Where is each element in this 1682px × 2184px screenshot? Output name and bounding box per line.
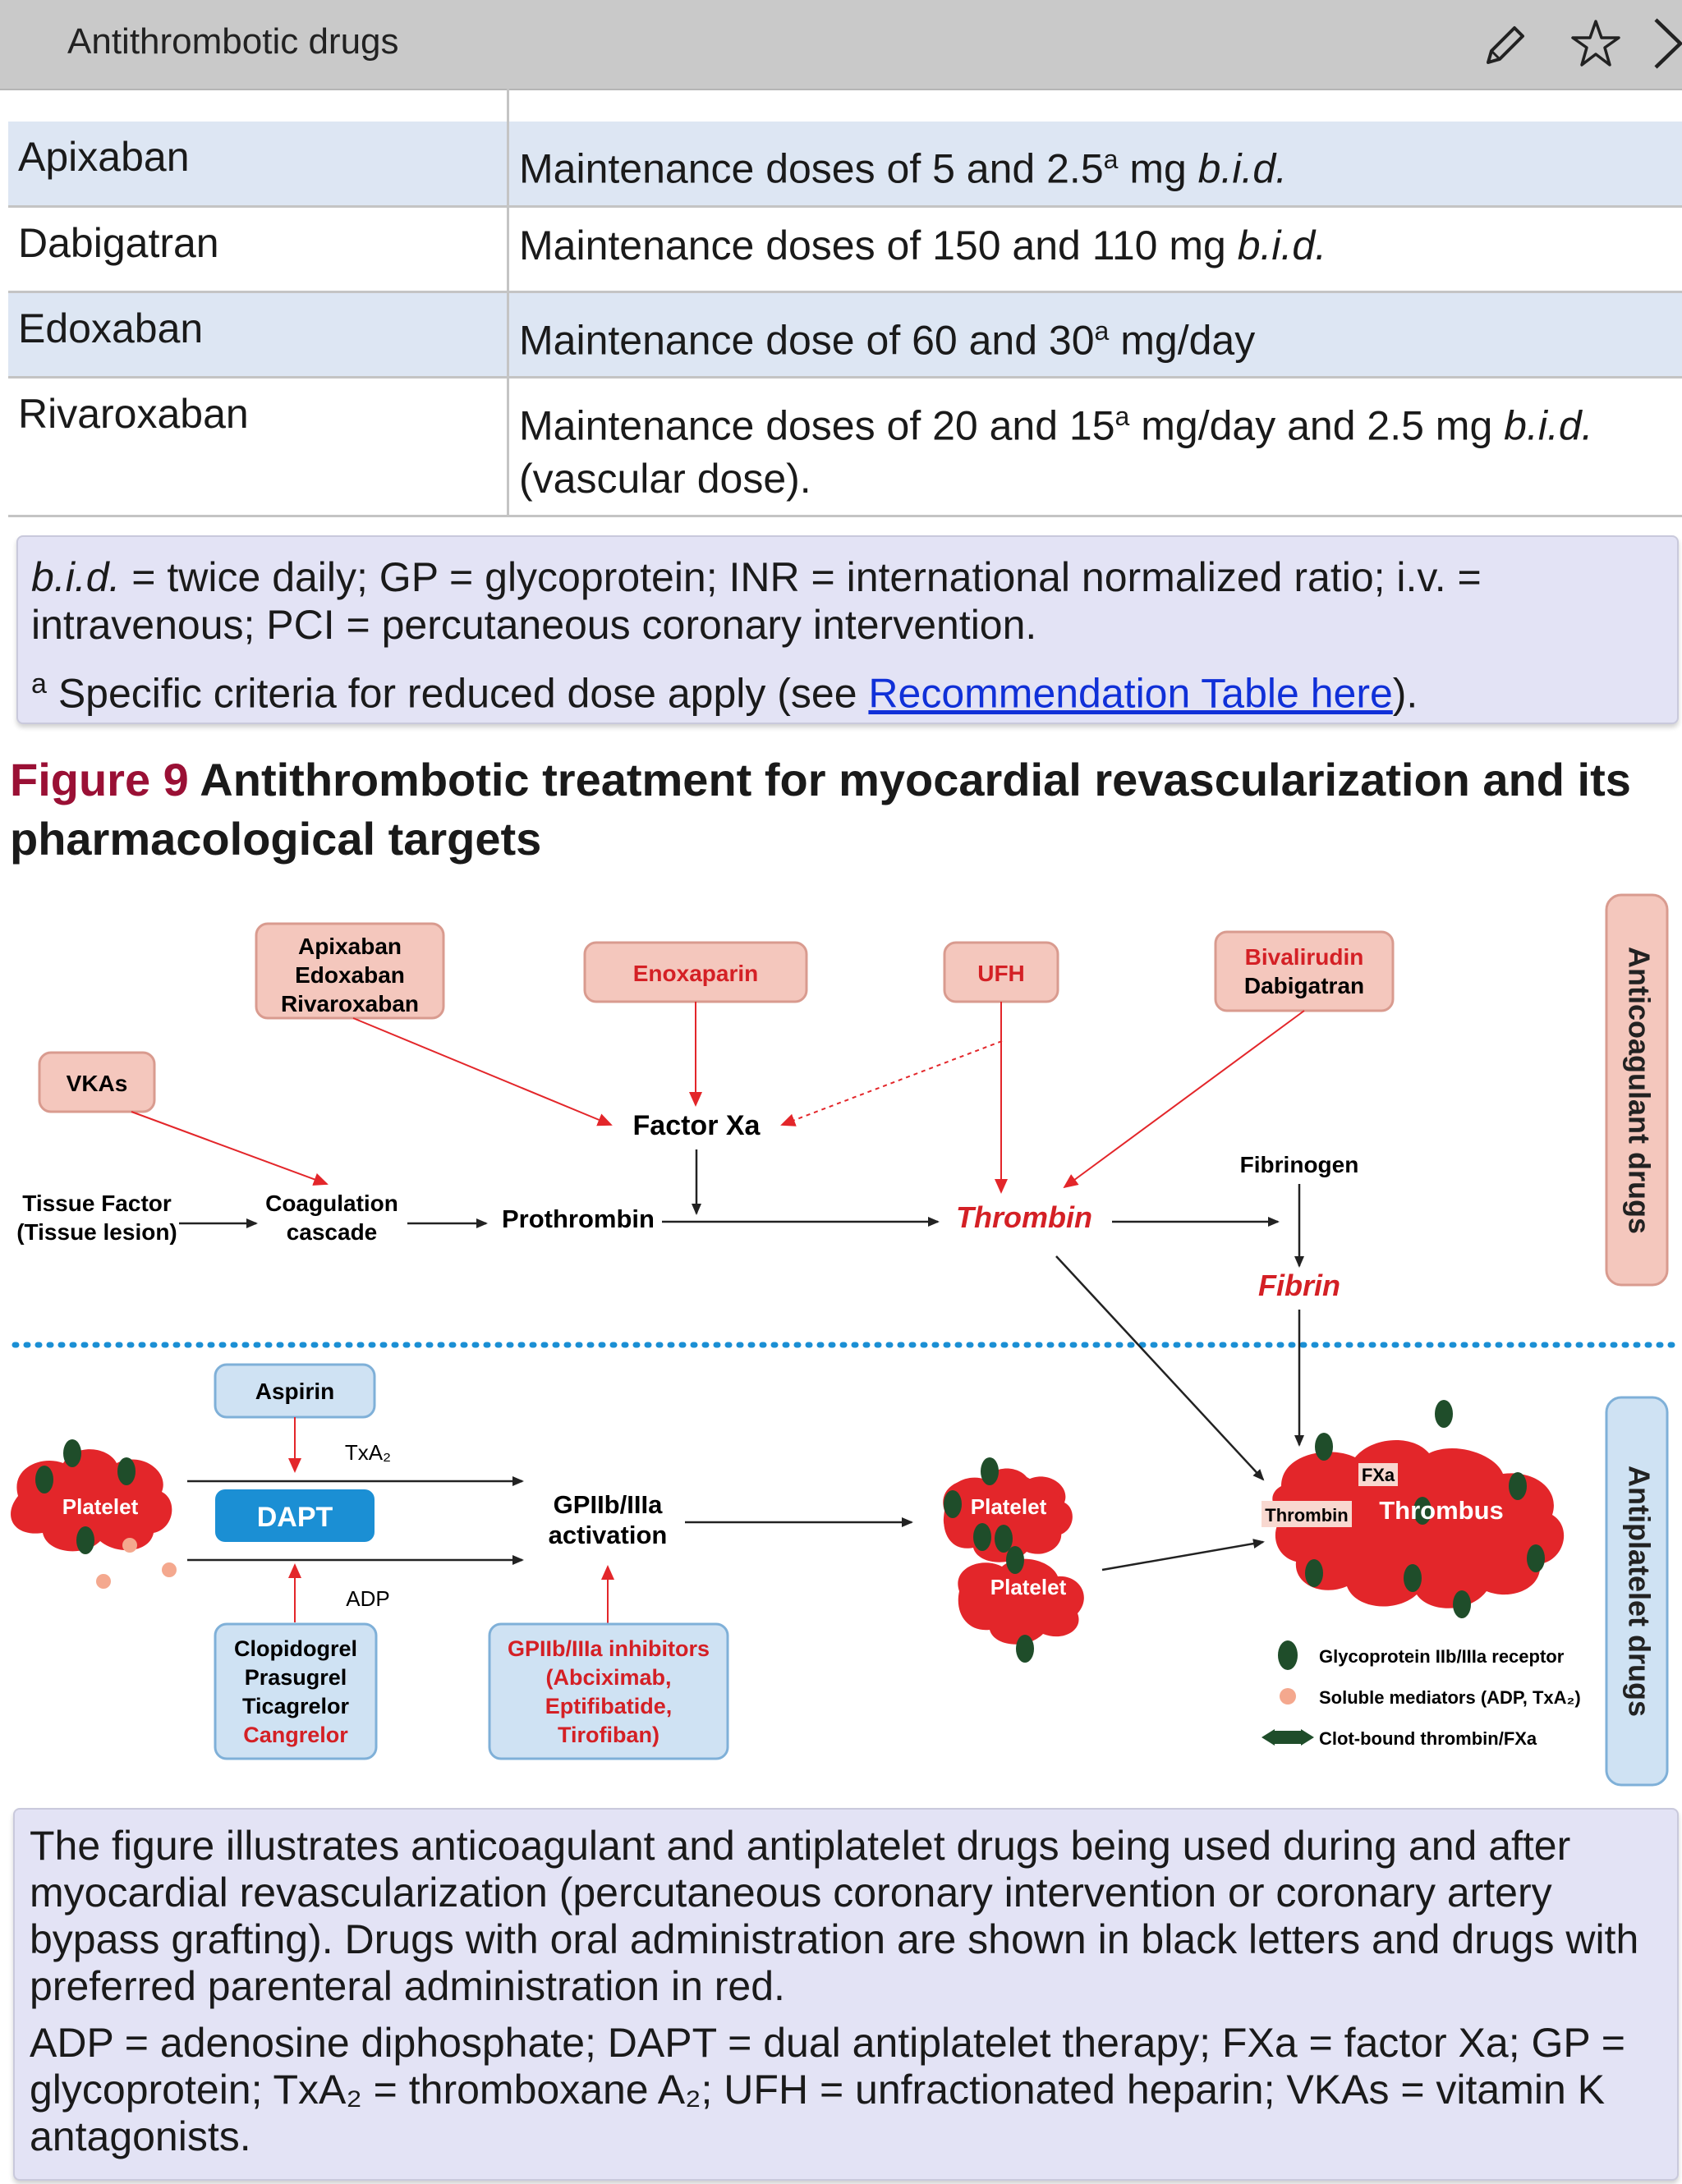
table-footnote: b.i.d. = twice daily; GP = glycoprotein;… bbox=[16, 535, 1679, 724]
drug-name: Edoxaban bbox=[18, 305, 204, 351]
dapt-label: DAPT bbox=[257, 1502, 333, 1533]
enoxaparin-label: Enoxaparin bbox=[633, 961, 758, 986]
pharmacology-diagram: Anticoagulant drugs Antiplatelet drugs A… bbox=[11, 893, 1682, 1787]
thrombin-small-label: Thrombin bbox=[1265, 1505, 1348, 1526]
cascade-label: cascade bbox=[287, 1219, 378, 1245]
p2y12-box bbox=[214, 1622, 378, 1760]
gp-inhibitors-label: GPIIb/IIIa inhibitors bbox=[508, 1636, 710, 1661]
page-title: Antithrombotic drugs bbox=[67, 21, 399, 62]
anticoagulant-label-box bbox=[1605, 893, 1669, 1287]
coagulation-label: Coagulation bbox=[265, 1191, 398, 1216]
edoxaban-label: Edoxaban bbox=[295, 962, 405, 988]
thrombus bbox=[1262, 1400, 1565, 1618]
clopidogrel-label: Clopidogrel bbox=[234, 1636, 357, 1661]
platelet-label-2: Platelet bbox=[971, 1494, 1047, 1519]
antiplatelet-label-box bbox=[1605, 1396, 1669, 1787]
vkas-box bbox=[38, 1051, 156, 1113]
legend-gp-receptor: Glycoprotein IIb/IIIa receptor bbox=[1319, 1646, 1565, 1667]
ufh-label: UFH bbox=[977, 961, 1025, 986]
txa2-label: TxA₂ bbox=[345, 1440, 391, 1465]
platelet-label-3: Platelet bbox=[990, 1575, 1067, 1599]
drug-name: Apixaban bbox=[18, 134, 190, 180]
factor-xa-label: Factor Xa bbox=[633, 1110, 761, 1141]
dose-cell: Maintenance doses of 5 and 2.5a mg b.i.d… bbox=[519, 145, 1288, 192]
platelet-label: Platelet bbox=[62, 1494, 139, 1519]
dabigatran-label: Dabigatran bbox=[1244, 973, 1364, 998]
aspirin-label: Aspirin bbox=[255, 1379, 334, 1404]
drug-name: Rivaroxaban bbox=[18, 391, 249, 437]
legend-clot-bound: Clot-bound thrombin/FXa bbox=[1319, 1728, 1537, 1749]
gp-receptor-legend-icon bbox=[1278, 1640, 1298, 1670]
cangrelor-label: Cangrelor bbox=[243, 1723, 348, 1747]
adp-label: ADP bbox=[346, 1586, 389, 1611]
table-row: Apixaban Maintenance doses of 5 and 2.5a… bbox=[8, 122, 1682, 208]
dose-cell: Maintenance doses of 150 and 110 mg b.i.… bbox=[519, 223, 1327, 268]
figure-caption: The figure illustrates anticoagulant and… bbox=[13, 1808, 1679, 2181]
pencil-icon[interactable] bbox=[1477, 15, 1534, 72]
thrombus-label: Thrombus bbox=[1379, 1496, 1504, 1525]
bivalirudin-label: Bivalirudin bbox=[1245, 944, 1364, 970]
gp-activation-label: GPIIb/IIIa bbox=[554, 1490, 663, 1519]
tissue-lesion-label: (Tissue lesion) bbox=[16, 1219, 177, 1245]
soluble-mediator-legend-icon bbox=[1280, 1688, 1296, 1705]
table-row: Rivaroxaban Maintenance doses of 20 and … bbox=[8, 379, 1682, 517]
dapt-box bbox=[215, 1489, 375, 1542]
table-row: Edoxaban Maintenance dose of 60 and 30a … bbox=[8, 293, 1682, 379]
gp-inhibitors-box bbox=[488, 1622, 729, 1760]
dose-cell: Maintenance doses of 20 and 15a mg/day a… bbox=[519, 401, 1593, 502]
drug-name: Dabigatran bbox=[18, 220, 219, 266]
eptifibatide-label: Eptifibatide, bbox=[545, 1694, 673, 1718]
activated-platelets bbox=[943, 1457, 1084, 1663]
antiplatelet-label: Antiplatelet drugs bbox=[1622, 1466, 1656, 1717]
top-bar: Antithrombotic drugs bbox=[0, 0, 1682, 90]
fibrinogen-label: Fibrinogen bbox=[1240, 1152, 1359, 1177]
ticagrelor-label: Ticagrelor bbox=[242, 1694, 350, 1718]
abciximab-label: (Abciximab, bbox=[545, 1665, 671, 1690]
rivaroxaban-label: Rivaroxaban bbox=[281, 991, 419, 1016]
xa-inhibitors-box bbox=[255, 922, 445, 1020]
figure-title: Figure 9 Antithrombotic treatment for my… bbox=[10, 754, 1631, 865]
star-icon[interactable] bbox=[1567, 15, 1625, 72]
chevron-right-icon[interactable] bbox=[1641, 15, 1682, 72]
gp-activation-label-2: activation bbox=[549, 1521, 668, 1549]
caption-paragraph-2: ADP = adenosine diphosphate; DAPT = dual… bbox=[30, 2020, 1625, 2159]
dose-cell: Maintenance dose of 60 and 30a mg/day bbox=[519, 316, 1256, 364]
caption-paragraph-1: The figure illustrates anticoagulant and… bbox=[30, 1823, 1639, 2009]
thrombin-label: Thrombin bbox=[956, 1200, 1092, 1234]
clot-bound-legend-icon bbox=[1262, 1729, 1314, 1746]
prothrombin-label: Prothrombin bbox=[502, 1204, 655, 1233]
vkas-label: VKAs bbox=[67, 1071, 128, 1096]
apixaban-label: Apixaban bbox=[298, 934, 402, 959]
cutoff-row bbox=[8, 89, 1682, 124]
table-row: Dabigatran Maintenance doses of 150 and … bbox=[8, 208, 1682, 293]
legend-soluble-mediators: Soluble mediators (ADP, TxA₂) bbox=[1319, 1687, 1581, 1708]
recommendation-table-link[interactable]: Recommendation Table here bbox=[868, 670, 1393, 717]
tissue-factor-label: Tissue Factor bbox=[22, 1191, 172, 1216]
prasugrel-label: Prasugrel bbox=[245, 1665, 347, 1690]
fibrin-label: Fibrin bbox=[1258, 1269, 1340, 1302]
tirofiban-label: Tirofiban) bbox=[558, 1723, 659, 1747]
resting-platelet bbox=[11, 1439, 177, 1589]
fxa-small-label: FXa bbox=[1362, 1465, 1395, 1485]
anticoagulant-label: Anticoagulant drugs bbox=[1622, 947, 1656, 1234]
